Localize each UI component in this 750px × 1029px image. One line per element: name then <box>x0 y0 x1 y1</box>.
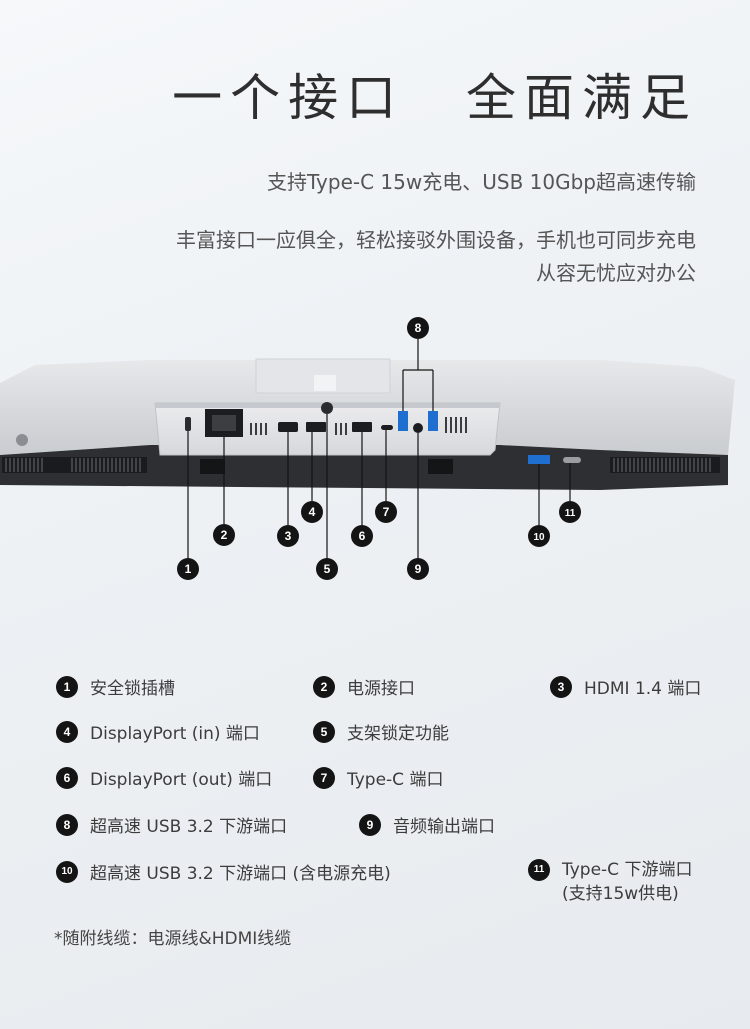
legend-label: HDMI 1.4 端口 <box>584 679 702 699</box>
callout-1: 1 <box>177 558 199 580</box>
legend-badge: 10 <box>56 860 78 883</box>
foot-left <box>200 459 225 474</box>
callout-7: 7 <box>375 501 397 523</box>
callout-2: 2 <box>213 524 235 546</box>
legend-label: DisplayPort (out) 端口 <box>90 770 273 790</box>
svg-text:11: 11 <box>565 508 576 519</box>
legend-label: 超高速 USB 3.2 下游端口 (含电源充电) <box>90 864 391 884</box>
usb-port-1 <box>398 411 408 431</box>
legend-badge: 5 <box>313 720 335 743</box>
callout-6: 6 <box>351 525 373 547</box>
description: 丰富接口一应俱全，轻松接驳外围设备，手机也可同步充电 从容无忧应对办公 <box>176 224 696 290</box>
logo-mark <box>16 434 28 446</box>
footnote: *随附线缆：电源线&HDMI线缆 <box>54 929 292 949</box>
vent-left <box>2 457 147 473</box>
displayport-out <box>352 422 372 432</box>
legend-label-line-2: (支持15w供电) <box>562 884 679 904</box>
legend-label-line-1: Type-C 下游端口 <box>562 860 693 880</box>
svg-text:4: 4 <box>309 505 316 519</box>
usb-port-2 <box>428 411 438 431</box>
legend-item-2: 2 电源接口 <box>313 674 415 699</box>
legend-label: 超高速 USB 3.2 下游端口 <box>90 817 288 837</box>
displayport-in <box>306 422 326 432</box>
panel-vents-1 <box>250 423 267 435</box>
legend-badge: 6 <box>56 766 78 789</box>
legend-item-6: 6 DisplayPort (out) 端口 <box>56 765 272 790</box>
callout-10: 10 <box>528 525 550 547</box>
callout-11: 11 <box>559 501 581 523</box>
legend-badge: 8 <box>56 813 78 836</box>
description-line-1: 丰富接口一应俱全，轻松接驳外围设备，手机也可同步充电 <box>176 228 696 252</box>
legend-item-9: 9 音频输出端口 <box>359 812 495 837</box>
legend-item-4: 4 DisplayPort (in) 端口 <box>56 719 260 744</box>
callout-lines <box>187 339 571 560</box>
hdmi-port <box>278 422 298 432</box>
legend-label: 音频输出端口 <box>393 817 495 837</box>
legend-item-7: 7 Type-C 端口 <box>313 765 443 790</box>
stand-hinge <box>314 375 336 391</box>
title-part-1: 一个接口 <box>172 69 405 127</box>
legend-label: 安全锁插槽 <box>90 679 175 699</box>
svg-text:8: 8 <box>415 321 422 335</box>
legend-label: 电源接口 <box>347 679 415 699</box>
callout-9: 9 <box>407 558 429 580</box>
legend-item-10: 10 超高速 USB 3.2 下游端口 (含电源充电) <box>56 859 391 884</box>
legend-label: Type-C 端口 <box>347 770 444 790</box>
callout-4: 4 <box>301 501 323 523</box>
legend-badge: 9 <box>359 813 381 836</box>
audio-jack <box>413 423 423 433</box>
foot-right <box>428 459 453 474</box>
usb-side-port <box>528 455 550 464</box>
svg-text:3: 3 <box>285 529 292 543</box>
legend-label: 支架锁定功能 <box>347 724 449 744</box>
panel-vents-3 <box>445 417 467 433</box>
svg-text:10: 10 <box>533 532 545 543</box>
subtitle: 支持Type-C 15w充电、USB 10Gbp超高速传输 <box>266 170 696 194</box>
legend-item-3: 3 HDMI 1.4 端口 <box>550 674 701 699</box>
legend-badge: 11 <box>528 859 550 881</box>
legend-badge: 2 <box>313 675 335 698</box>
callout-5: 5 <box>316 558 338 580</box>
legend-item-1: 1 安全锁插槽 <box>56 674 175 699</box>
monitor-rear-illustration: 1 2 3 4 5 6 7 8 9 10 11 <box>0 317 735 580</box>
legend-badge: 4 <box>56 720 78 743</box>
page-title: 一个接口 全面满足 <box>172 58 698 130</box>
svg-text:7: 7 <box>383 505 390 519</box>
legend-item-8: 8 超高速 USB 3.2 下游端口 <box>56 812 287 837</box>
callout-3: 3 <box>277 525 299 547</box>
typec-side-port <box>563 457 581 463</box>
legend-badge: 1 <box>56 675 78 698</box>
port-legend: 1 安全锁插槽 2 电源接口 3 HDMI 1.4 端口 4 DisplayPo… <box>0 660 750 960</box>
legend-item-11: 11 Type-C 下游端口 (支持15w供电) <box>528 858 692 906</box>
legend-badge: 7 <box>313 766 335 789</box>
svg-text:2: 2 <box>221 528 228 542</box>
svg-text:9: 9 <box>415 562 422 576</box>
security-slot <box>185 417 191 431</box>
typec-port <box>381 425 393 430</box>
legend-label: DisplayPort (in) 端口 <box>90 724 260 744</box>
legend-badge: 3 <box>550 675 572 698</box>
callout-8: 8 <box>407 317 429 339</box>
panel-vents-2 <box>335 423 347 435</box>
description-line-2: 从容无忧应对办公 <box>536 261 696 285</box>
svg-text:5: 5 <box>324 562 331 576</box>
legend-item-5: 5 支架锁定功能 <box>313 719 449 744</box>
svg-text:6: 6 <box>359 529 366 543</box>
legend-label: Type-C 下游端口 (支持15w供电) <box>562 858 692 906</box>
svg-text:1: 1 <box>185 562 192 576</box>
callout-badges: 1 2 3 4 5 6 7 8 9 10 11 <box>177 317 581 580</box>
title-part-2: 全面满足 <box>466 69 698 127</box>
stand-lock <box>321 402 333 414</box>
